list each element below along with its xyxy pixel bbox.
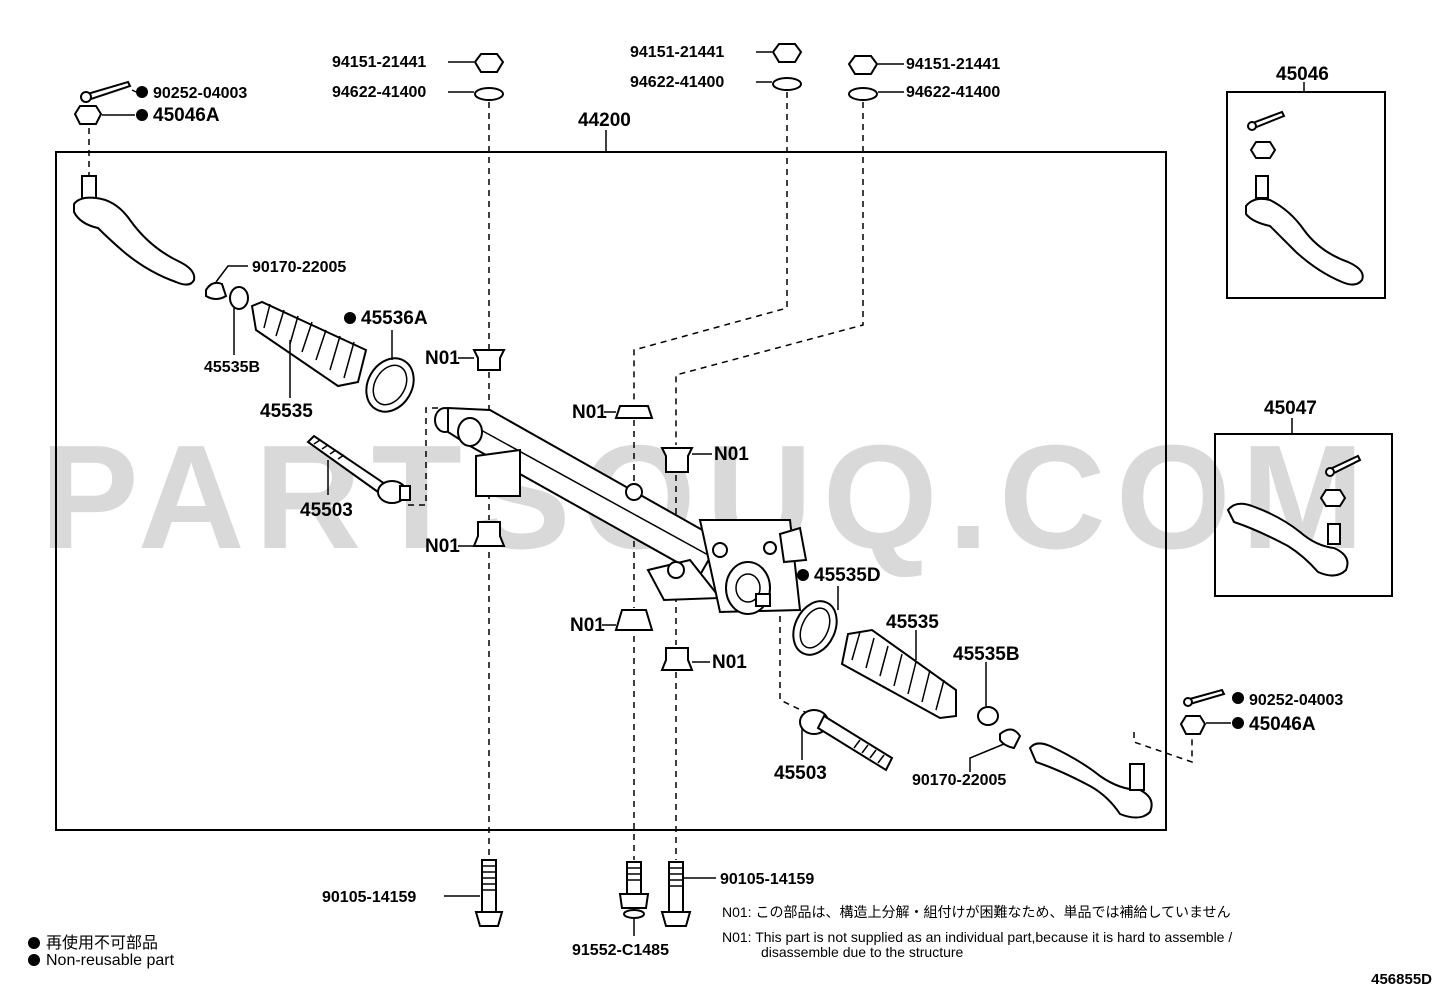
label-nut-top-right[interactable]: 94151-21441: [906, 56, 1000, 73]
inset-tie-rod-end-45046[interactable]: [1245, 110, 1364, 286]
label-pin-right[interactable]: 90252-04003: [1249, 692, 1343, 709]
label-boot-left[interactable]: 45535: [260, 401, 313, 422]
label-washer-top-mid[interactable]: 94622-41400: [630, 74, 724, 91]
label-n01-e[interactable]: N01: [570, 615, 605, 636]
label-nut-top-mid[interactable]: 94151-21441: [630, 44, 724, 61]
bushing-n01-e[interactable]: [614, 609, 654, 631]
bolt-left[interactable]: [474, 859, 504, 927]
note-english-line2: disassemble due to the structure: [761, 944, 964, 960]
label-pin-left[interactable]: 90252-04003: [153, 85, 247, 102]
label-bolt-left[interactable]: 90105-14159: [322, 889, 416, 906]
boot-right[interactable]: [840, 628, 957, 720]
label-n01-a[interactable]: N01: [425, 348, 460, 369]
clip-right[interactable]: [999, 728, 1022, 750]
note-japanese: N01: この部品は、構造上分解・組付けが困難なため、単品では補給していません: [722, 904, 1231, 920]
legend-english-text: Non-reusable part: [46, 952, 175, 969]
label-clamp-right[interactable]: 45535B: [953, 644, 1020, 665]
label-rod-left[interactable]: 45503: [300, 500, 353, 521]
inner-rod-right[interactable]: [799, 709, 894, 772]
legend-japanese-text: 再使用不可部品: [46, 935, 159, 952]
label-clip-right[interactable]: 90170-22005: [912, 772, 1006, 789]
tie-rod-end-right[interactable]: [1028, 742, 1153, 819]
cotter-pin-left[interactable]: [80, 80, 132, 103]
label-n01-b[interactable]: N01: [425, 536, 460, 557]
bushing-n01-d[interactable]: [660, 447, 694, 473]
note-english-line1: N01: This part is not supplied as an ind…: [722, 929, 1233, 945]
nut-washer-top-mid[interactable]: [771, 43, 803, 91]
bushing-n01-a[interactable]: [472, 349, 506, 371]
legend-japanese: 再使用不可部品: [28, 929, 158, 953]
label-n01-d[interactable]: N01: [714, 444, 749, 465]
bolt-right[interactable]: [660, 861, 692, 927]
label-n01-f[interactable]: N01: [712, 652, 747, 673]
bolt-mid[interactable]: [618, 861, 650, 919]
bushing-n01-f[interactable]: [660, 647, 694, 671]
label-clip-left[interactable]: 90170-22005: [252, 259, 346, 276]
band-left[interactable]: [357, 350, 423, 420]
label-n01-c[interactable]: N01: [572, 402, 607, 423]
assembly-label: 44200: [578, 110, 631, 131]
inset-label-45047[interactable]: 45047: [1264, 398, 1317, 419]
clip-left[interactable]: [205, 281, 228, 300]
legend-dot-icon: [28, 937, 40, 949]
label-rod-right[interactable]: 45503: [774, 763, 827, 784]
steering-rack-housing[interactable]: [434, 406, 808, 615]
diagram-id: 456855D: [1371, 971, 1432, 988]
label-nut-right[interactable]: 45046A: [1249, 714, 1316, 735]
nut-left[interactable]: [73, 105, 103, 125]
label-band-right[interactable]: 45535D: [814, 565, 881, 586]
label-band-left[interactable]: 45536A: [361, 308, 428, 329]
inner-rod-left[interactable]: [306, 434, 411, 504]
inset-label-45046[interactable]: 45046: [1276, 64, 1329, 85]
bushing-n01-c[interactable]: [614, 405, 654, 419]
inset-tie-rod-end-45047[interactable]: [1226, 454, 1362, 577]
nut-right[interactable]: [1179, 715, 1207, 735]
nut-washer-top-left[interactable]: [473, 53, 505, 101]
bushing-n01-b[interactable]: [472, 521, 506, 547]
label-boot-right[interactable]: 45535: [886, 612, 939, 633]
label-nut-top-left[interactable]: 94151-21441: [332, 54, 426, 71]
boot-left[interactable]: [250, 300, 368, 388]
inset-frame-45046: [1226, 91, 1386, 299]
band-right[interactable]: [785, 594, 845, 662]
label-clamp-left[interactable]: 45535B: [204, 359, 260, 376]
inset-frame-45047: [1214, 433, 1393, 597]
clamp-left[interactable]: [229, 286, 249, 310]
label-washer-top-right[interactable]: 94622-41400: [906, 84, 1000, 101]
tie-rod-end-left[interactable]: [73, 175, 196, 286]
label-bolt-right[interactable]: 90105-14159: [720, 871, 814, 888]
nut-washer-top-right[interactable]: [847, 55, 879, 101]
label-nut-left[interactable]: 45046A: [153, 105, 220, 126]
legend-dot-icon: [28, 954, 40, 966]
clamp-right[interactable]: [977, 706, 999, 726]
cotter-pin-right[interactable]: [1183, 688, 1226, 707]
assembly-frame: [55, 151, 1167, 831]
label-bolt-mid[interactable]: 91552-C1485: [572, 942, 669, 959]
legend-english: Non-reusable part: [28, 952, 174, 970]
label-washer-top-left[interactable]: 94622-41400: [332, 84, 426, 101]
